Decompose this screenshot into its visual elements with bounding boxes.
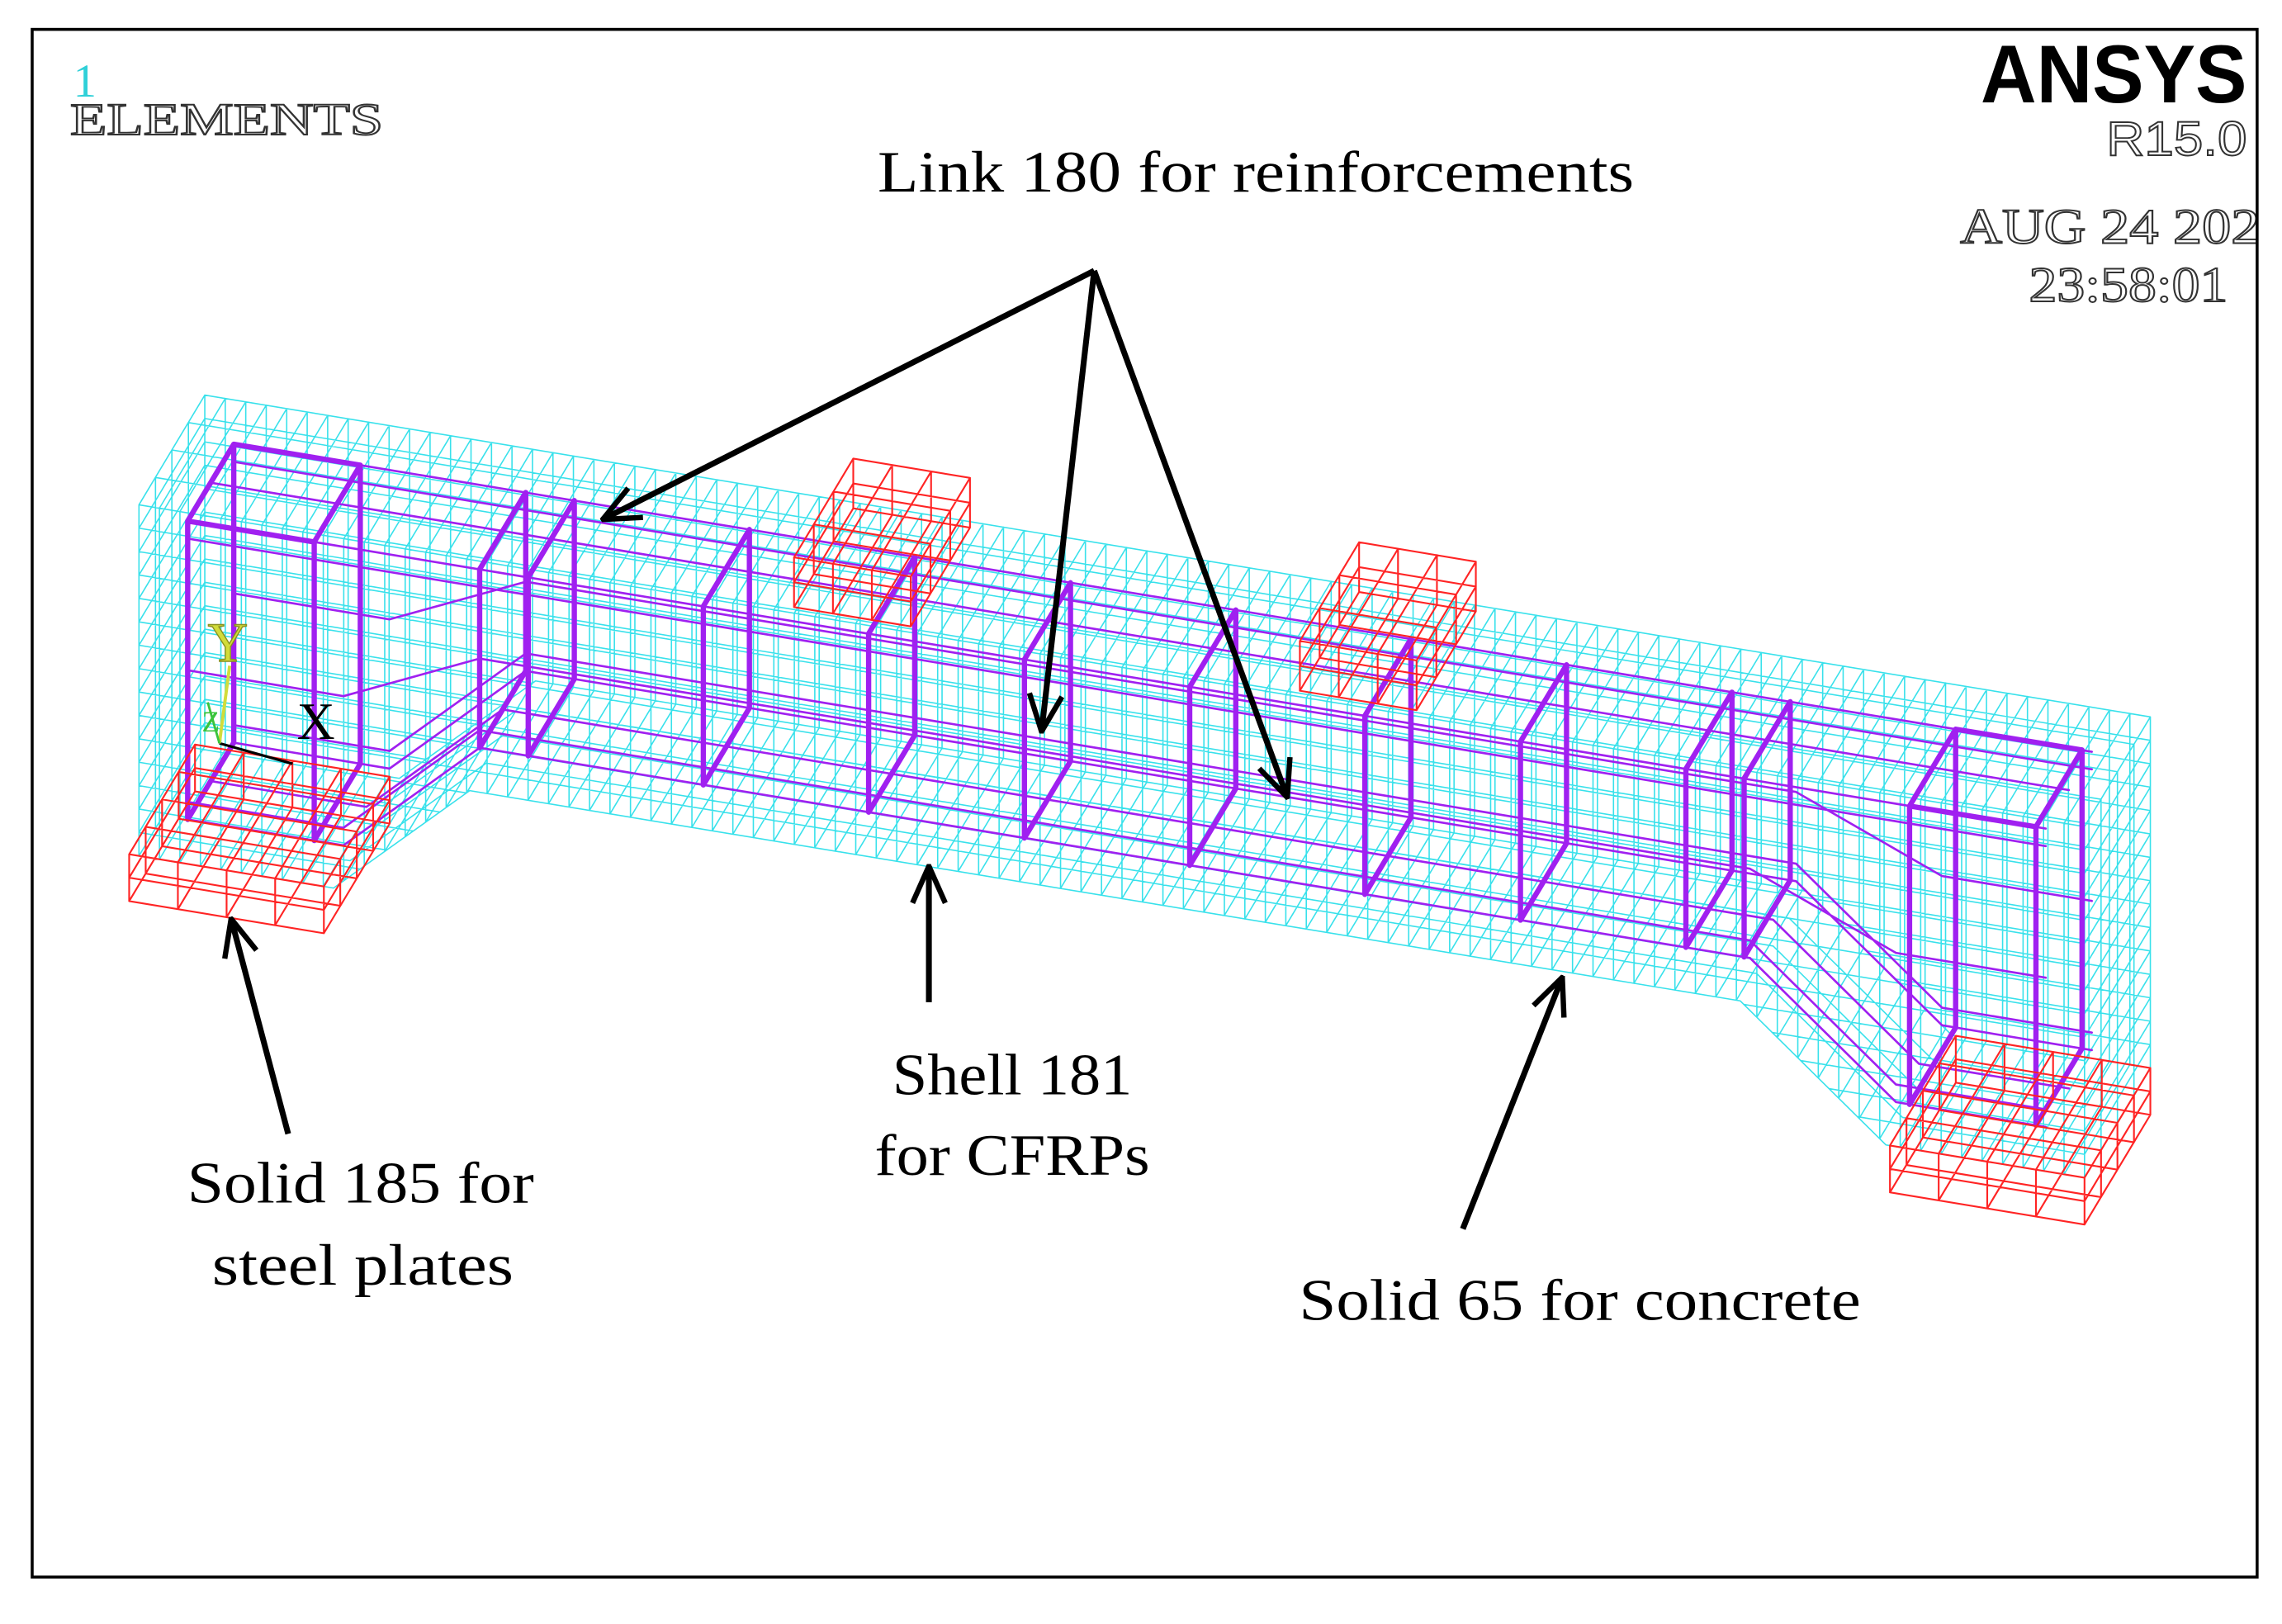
support-plate-right (1889, 1035, 2152, 1226)
y-axis-line (217, 665, 232, 744)
label-solid185-line2: steel plates (212, 1233, 514, 1298)
label-solid185-line1: Solid 185 for (187, 1152, 534, 1216)
y-axis-label: Y (208, 612, 249, 674)
loading-plate-1 (793, 457, 971, 627)
axis-triad: X Y Z (202, 611, 335, 765)
plot-title: ELEMENTS (70, 94, 383, 144)
support-plate-left (128, 743, 391, 935)
arrow-link180-to-bottom-bar (1091, 269, 1287, 798)
label-shell181-line1: Shell 181 (892, 1043, 1133, 1107)
z-axis-line (206, 702, 221, 744)
annotation-labels: Link 180 for reinforcements Shell 181 fo… (187, 140, 1861, 1333)
ansys-logo-text: ANSYS (1981, 29, 2246, 121)
window-number: 1 (73, 55, 97, 107)
arrow-solid65 (1460, 978, 1562, 1230)
z-axis-label: Z (202, 705, 220, 738)
x-axis-label: X (297, 692, 335, 750)
annotation-arrows (231, 268, 1562, 1230)
longitudinal-reinforcement (186, 443, 2093, 1129)
figure-frame (31, 27, 2259, 1579)
arrow-link180-to-top-bar (603, 268, 1096, 519)
ansys-title-block: 1 ELEMENTS ANSYS R15.0 AUG 24 202 23:58:… (69, 29, 2261, 314)
x-axis-line (219, 741, 293, 765)
loading-plate-2 (1299, 541, 1477, 712)
release-version: R15.0 (2106, 112, 2246, 166)
label-link180: Link 180 for reinforcements (878, 140, 1634, 205)
label-shell181-line2: for CFRPs (875, 1124, 1150, 1188)
label-solid65: Solid 65 for concrete (1299, 1268, 1860, 1333)
plot-time: 23:58:01 (2029, 258, 2228, 313)
finite-element-model (128, 394, 2152, 1226)
arrow-solid185 (231, 919, 291, 1135)
plot-date: AUG 24 202 (1960, 199, 2260, 254)
arrow-link180-to-stirrup (1042, 270, 1097, 732)
